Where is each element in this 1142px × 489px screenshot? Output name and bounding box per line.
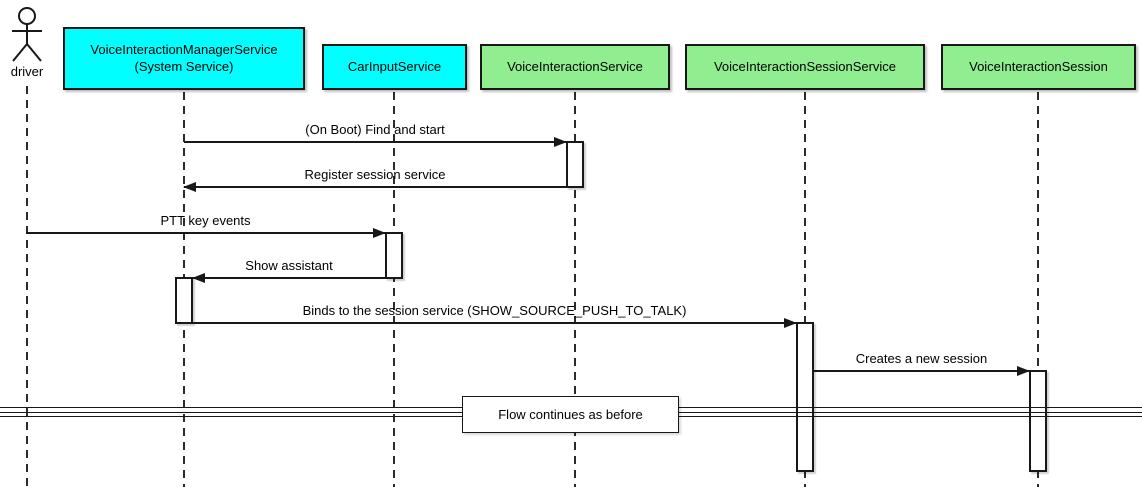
- message-label: Binds to the session service (SHOW_SOURC…: [302, 303, 687, 318]
- arrowhead-right-icon: [1017, 366, 1030, 376]
- activation-voiceinteractionsessionservice: [796, 322, 814, 472]
- message-arrow-binds-to-session-service: [193, 318, 797, 328]
- arrowhead-right-icon: [784, 318, 797, 328]
- message-label: (On Boot) Find and start: [305, 122, 445, 137]
- participant-label: VoiceInteractionService: [507, 58, 643, 74]
- lifeline-voiceinteractionservice: [574, 92, 576, 487]
- lifeline-driver: [26, 86, 28, 487]
- participant-voiceinteractionsessionservice: VoiceInteractionSessionService: [685, 44, 925, 90]
- message-label: Show assistant: [245, 258, 333, 273]
- activation-voiceinteractionservice: [566, 141, 584, 188]
- participant-voiceinteractionservice: VoiceInteractionService: [480, 44, 670, 90]
- message-arrow-show-assistant: [192, 273, 385, 283]
- participant-carinputservice: CarInputService: [322, 44, 467, 90]
- message-label: Creates a new session: [855, 351, 988, 366]
- message-label: Register session service: [304, 167, 446, 182]
- participant-voiceinteractionsession: VoiceInteractionSession: [941, 44, 1136, 90]
- lifeline-voiceinteractionsessionservice: [804, 92, 806, 487]
- participant-label: VoiceInteractionManagerService (System S…: [90, 42, 278, 74]
- divider-label: Flow continues as before: [498, 407, 643, 422]
- message-arrow-register-session-service: [183, 182, 566, 192]
- participant-voiceinteractionmanagerservice: VoiceInteractionManagerService (System S…: [63, 27, 305, 90]
- arrowhead-right-icon: [554, 137, 567, 147]
- participant-label: VoiceInteractionSession: [969, 58, 1108, 74]
- actor-icon: [12, 7, 42, 62]
- activation-voiceinteractionmanagerservice: [175, 277, 193, 324]
- lifeline-carinputservice: [393, 92, 395, 487]
- divider-label-box: Flow continues as before: [462, 396, 679, 433]
- arrowhead-left-icon: [183, 182, 196, 192]
- participant-label: VoiceInteractionSessionService: [713, 58, 897, 74]
- arrowhead-right-icon: [373, 228, 386, 238]
- message-arrow-on-boot-find-and-start: [184, 137, 567, 147]
- activation-carinputservice: [385, 232, 403, 279]
- activation-voiceinteractionsession: [1029, 370, 1047, 472]
- message-label: PTT key events: [160, 213, 251, 228]
- lifeline-voiceinteractionsession: [1037, 92, 1039, 487]
- message-arrow-creates-a-new-session: [814, 366, 1030, 376]
- actor-label: driver: [10, 64, 44, 79]
- participant-label: CarInputService: [347, 58, 442, 74]
- arrowhead-left-icon: [192, 273, 205, 283]
- message-arrow-ptt-key-events: [26, 228, 386, 238]
